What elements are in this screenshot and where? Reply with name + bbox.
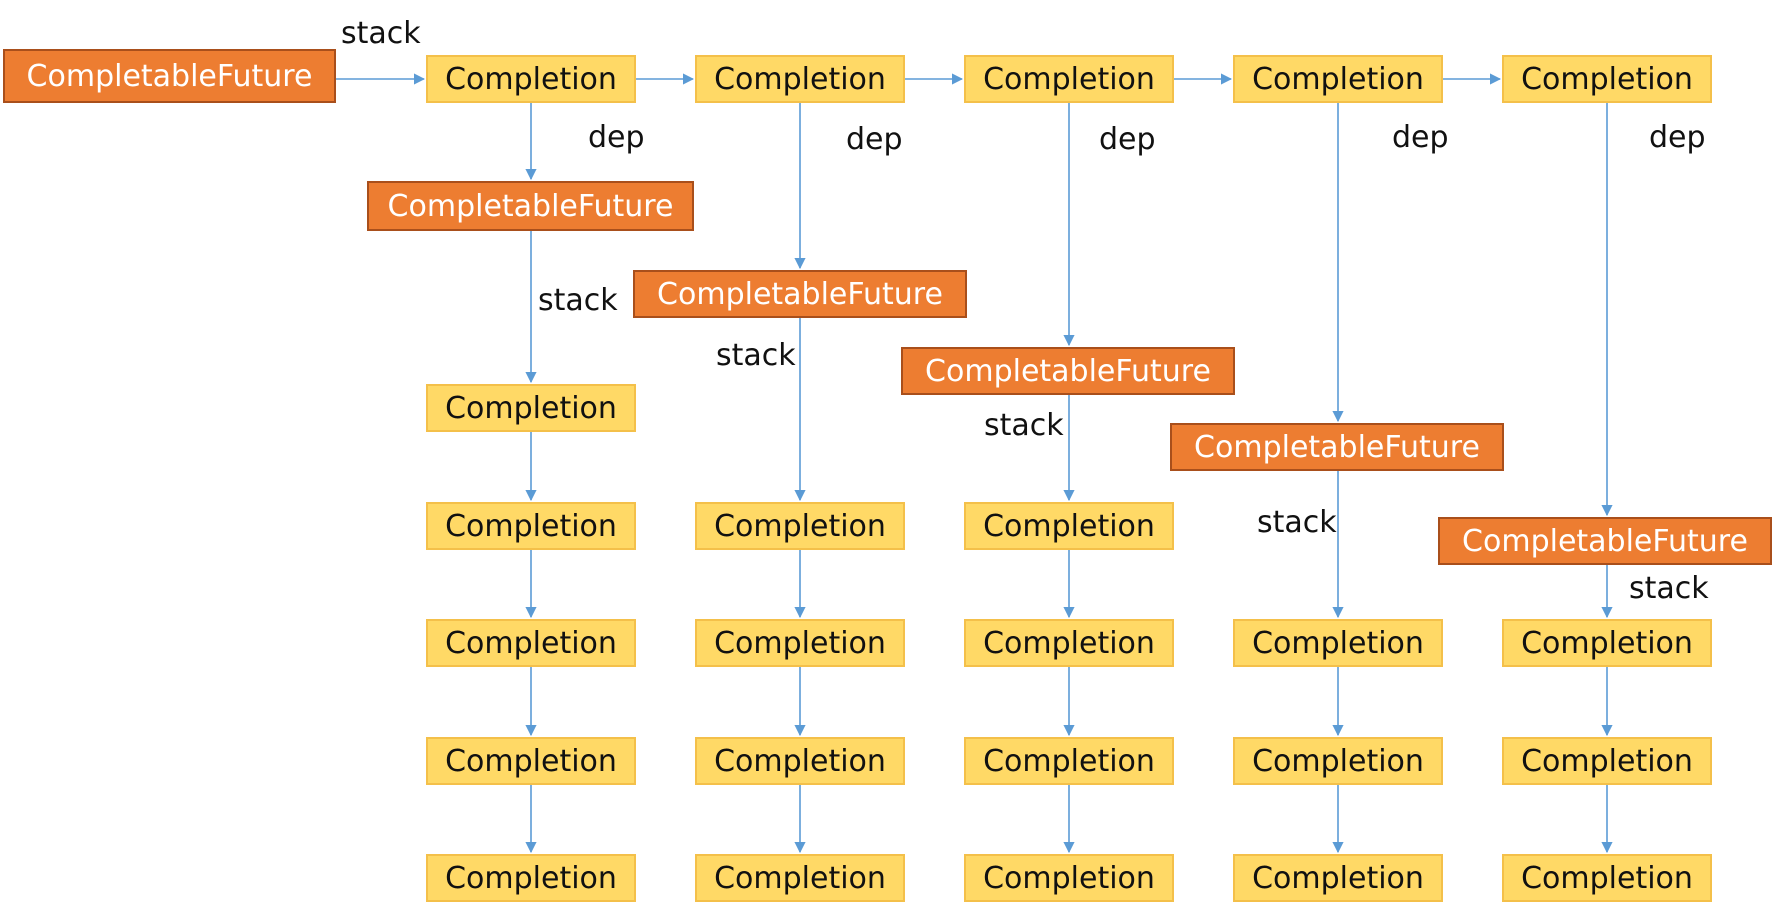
edge-label-stack-4: stack [1257,505,1337,540]
col1-completion-1: Completion [426,384,636,432]
col1-completion-2: Completion [426,502,636,550]
col3-completion-1: Completion [964,502,1174,550]
col5-completion-2: Completion [1502,737,1712,785]
col2-completion-3: Completion [695,737,905,785]
edge-label-dep-2: dep [846,122,903,157]
col2-completion-2: Completion [695,619,905,667]
edge-label-stack-3: stack [984,408,1064,443]
edge-label-dep-3: dep [1099,122,1156,157]
dep-completable-future-2: CompletableFuture [633,270,967,318]
top-completion-3: Completion [964,55,1174,103]
root-completable-future: CompletableFuture [3,49,336,103]
dep-completable-future-4: CompletableFuture [1170,423,1504,471]
col3-completion-4: Completion [964,854,1174,902]
col4-completion-2: Completion [1233,737,1443,785]
edge-label-dep-4: dep [1392,120,1449,155]
dep-completable-future-5: CompletableFuture [1438,517,1772,565]
col2-completion-4: Completion [695,854,905,902]
top-completion-1: Completion [426,55,636,103]
dep-completable-future-3: CompletableFuture [901,347,1235,395]
edge-label-stack-2: stack [716,338,796,373]
col3-completion-3: Completion [964,737,1174,785]
dep-completable-future-1: CompletableFuture [367,181,694,231]
top-completion-4: Completion [1233,55,1443,103]
col5-completion-1: Completion [1502,619,1712,667]
edge-label-stack-root: stack [341,16,421,51]
top-completion-5: Completion [1502,55,1712,103]
col1-completion-5: Completion [426,854,636,902]
top-completion-2: Completion [695,55,905,103]
col4-completion-3: Completion [1233,854,1443,902]
col1-completion-3: Completion [426,619,636,667]
col1-completion-4: Completion [426,737,636,785]
edge-label-stack-1: stack [538,283,618,318]
edge-label-stack-5: stack [1629,571,1709,606]
edge-label-dep-5: dep [1649,120,1706,155]
col2-completion-1: Completion [695,502,905,550]
edge-label-dep-1: dep [588,120,645,155]
col3-completion-2: Completion [964,619,1174,667]
col5-completion-3: Completion [1502,854,1712,902]
col4-completion-1: Completion [1233,619,1443,667]
